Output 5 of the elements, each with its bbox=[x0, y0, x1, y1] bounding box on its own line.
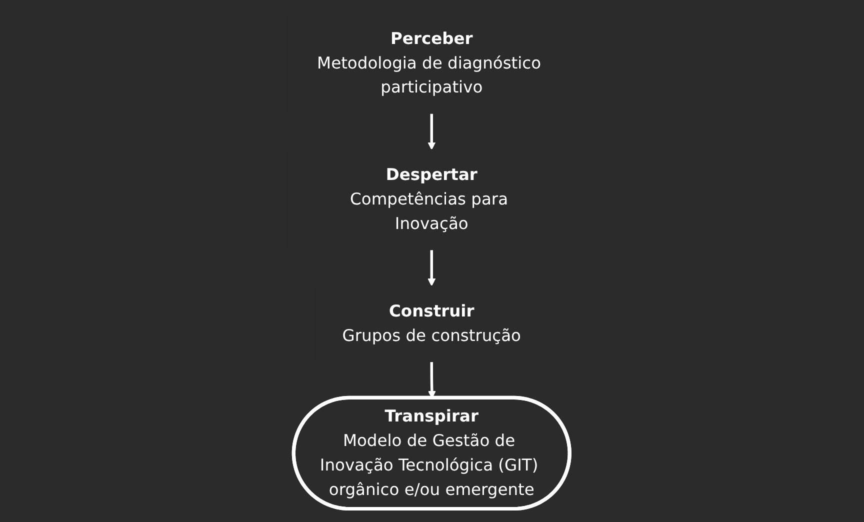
node-text: Despertar Competências para Inovação bbox=[350, 166, 508, 234]
node-text: Construir Grupos de construção bbox=[342, 302, 522, 346]
arrow bbox=[428, 250, 436, 286]
node-text: Perceber Metodologia de diagnóstico participativo bbox=[317, 29, 542, 98]
arrow bbox=[428, 113, 436, 150]
